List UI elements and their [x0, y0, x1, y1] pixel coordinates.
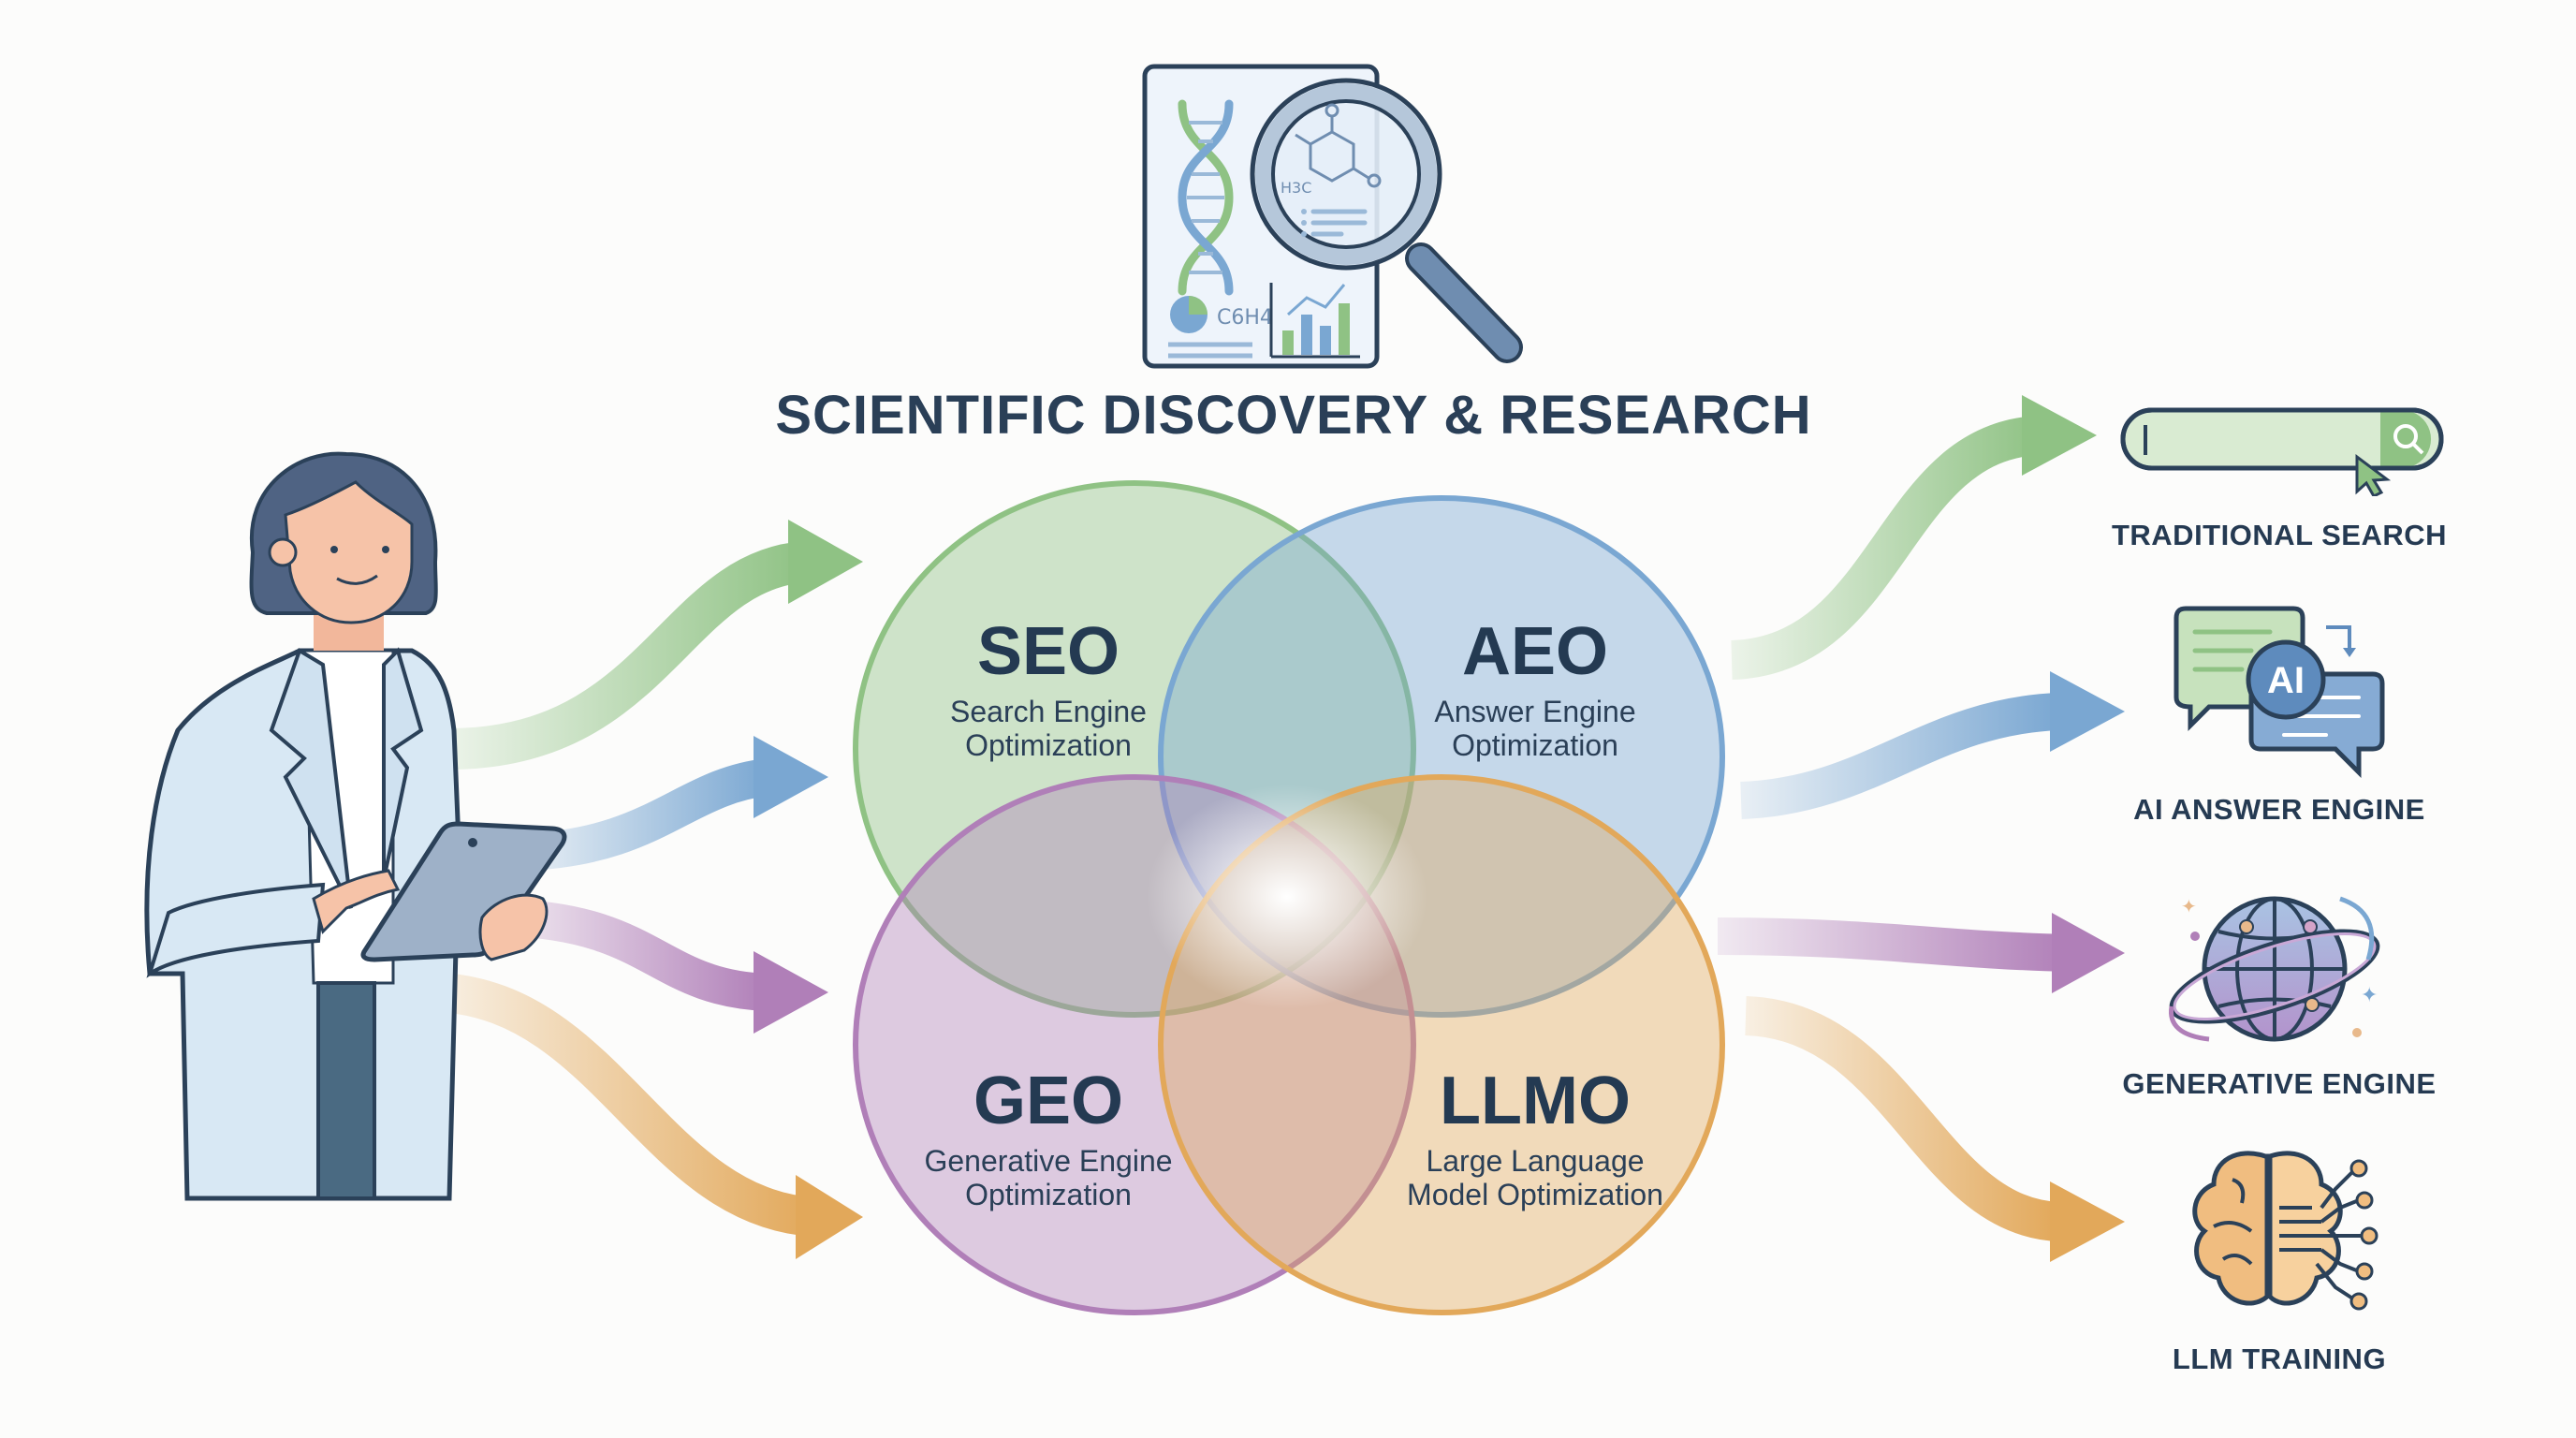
ai-badge-text: AI	[2267, 660, 2305, 701]
llmo-abbr: LLMO	[1440, 1064, 1631, 1138]
output-label-generative-engine: GENERATIVE ENGINE	[2122, 1067, 2437, 1100]
venn-label-aeo: AEO Answer Engine Optimization	[1339, 618, 1732, 762]
seo-full-line1: Search Engine	[950, 695, 1147, 728]
seo-full-line2: Optimization	[965, 728, 1132, 762]
brain-circuit-icon	[2192, 1151, 2378, 1311]
llmo-full-line2: Model Optimization	[1407, 1178, 1663, 1211]
formula-h3c: H3C	[1281, 179, 1311, 197]
aeo-full-line2: Optimization	[1452, 728, 1618, 762]
geo-full-line1: Generative Engine	[924, 1144, 1173, 1178]
formula-c6h4: C6H4	[1217, 306, 1273, 330]
venn-label-llmo: LLMO Large Language Model Optimization	[1339, 1067, 1732, 1211]
output-label-llm-training: LLM TRAINING	[2172, 1343, 2387, 1375]
venn-diagram	[853, 480, 1725, 1315]
search-bar-icon	[2120, 407, 2444, 496]
output-arrows	[1717, 395, 2125, 1262]
venn-label-seo: SEO Search Engine Optimization	[852, 618, 1245, 762]
seo-abbr: SEO	[976, 614, 1120, 689]
ai-chat-bubbles-icon: AI	[2174, 606, 2385, 779]
geo-abbr: GEO	[973, 1064, 1124, 1138]
scientist-with-tablet-icon	[144, 451, 567, 1201]
input-arrows	[438, 520, 863, 1259]
venn-label-geo: GEO Generative Engine Optimization	[852, 1067, 1245, 1211]
output-label-ai-answer-engine: AI ANSWER ENGINE	[2133, 793, 2425, 826]
aeo-abbr: AEO	[1461, 614, 1609, 689]
geo-full-line2: Optimization	[965, 1178, 1132, 1211]
output-label-traditional-search: TRADITIONAL SEARCH	[2111, 519, 2448, 551]
svg-text:✦: ✦	[2181, 897, 2197, 917]
page-title: SCIENTIFIC DISCOVERY & RESEARCH	[775, 385, 1812, 446]
svg-text:✦: ✦	[2361, 983, 2378, 1006]
aeo-full-line1: Answer Engine	[1434, 695, 1636, 728]
research-document-magnifier-icon: C6H4 H3C	[1142, 64, 1523, 369]
llmo-full-line1: Large Language	[1426, 1144, 1645, 1178]
globe-orbit-icon: ✦ ✦	[2169, 896, 2380, 1042]
